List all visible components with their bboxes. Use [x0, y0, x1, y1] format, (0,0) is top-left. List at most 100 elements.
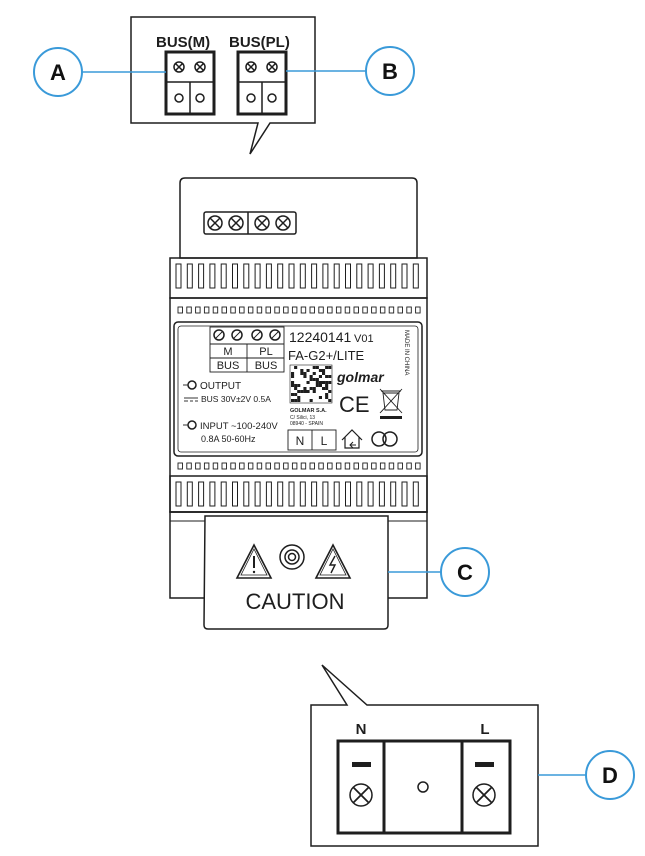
label-plate: M PL BUS BUS 12240141 V01 FA-G2+/LITE MA…: [173, 321, 423, 457]
qr-cell: [325, 381, 329, 384]
vent-slot: [401, 481, 408, 507]
callout-c: C: [388, 547, 490, 597]
label-pl: PL: [259, 346, 272, 358]
qr-cell: [306, 369, 310, 372]
bottom-detail-box: [310, 664, 539, 847]
qr-cell: [322, 372, 326, 375]
qr-cell: [291, 393, 295, 396]
vent-slot: [333, 481, 340, 507]
callout-d-circle: [585, 750, 635, 800]
center-hole-icon: [417, 781, 429, 793]
wire-hole-icon: [195, 93, 205, 103]
screw-icon: [275, 215, 291, 231]
vent-slot: [232, 481, 238, 507]
qr-cell: [291, 384, 295, 387]
input-spec: 0.8A 50-60Hz: [201, 434, 256, 444]
vent-dot: [388, 462, 395, 470]
screw-icon: [194, 61, 206, 73]
vent-dot: [230, 306, 236, 314]
vent-slot: [345, 481, 351, 507]
label-nl-cells: N L: [287, 429, 337, 451]
device-top-section: [179, 177, 418, 259]
screw-icon: [173, 61, 185, 73]
qr-cell: [328, 399, 332, 402]
vent-dot: [353, 306, 359, 314]
lower-vent-dots: [177, 462, 421, 470]
callout-a-circle: [33, 47, 83, 97]
vent-dot: [195, 306, 201, 314]
qr-cell: [297, 396, 301, 399]
company-name: GOLMAR S.A.: [290, 408, 327, 414]
qr-cell: [309, 399, 313, 402]
qr-cell: [315, 366, 319, 369]
vent-dot: [406, 462, 412, 470]
vent-slot: [175, 481, 182, 507]
label-m: M: [223, 346, 232, 358]
callout-c-circle: [440, 547, 490, 597]
vent-dot: [309, 306, 315, 314]
made-in-text: MADE IN CHINA: [403, 330, 409, 375]
callout-d: D: [538, 750, 635, 800]
qr-cell: [322, 369, 326, 372]
din-power-supply: M PL BUS BUS 12240141 V01 FA-G2+/LITE MA…: [169, 177, 428, 599]
part-number: 12240141: [289, 329, 352, 345]
vent-slot: [220, 263, 227, 289]
vent-slot: [367, 481, 374, 507]
qr-cell: [322, 381, 326, 384]
vent-dot: [362, 462, 368, 470]
vent-slot: [356, 263, 363, 289]
vent-dot: [371, 462, 377, 470]
vent-dot: [177, 306, 183, 314]
vent-dot: [335, 462, 342, 470]
indoor-use-icon: [341, 429, 363, 449]
vent-slot: [265, 481, 272, 507]
vent-dot: [379, 306, 386, 314]
qr-cell: [312, 387, 316, 390]
vent-dot: [230, 462, 236, 470]
l-terminal-bar: [475, 762, 494, 767]
qr-cell: [306, 390, 310, 393]
vent-slot: [243, 263, 250, 289]
bus-m-label: BUS(M): [156, 34, 210, 51]
vent-dot: [239, 306, 245, 314]
wire-hole-icon: [174, 93, 184, 103]
vent-dot: [256, 462, 263, 470]
qr-cell: [328, 366, 332, 369]
qr-cell: [318, 375, 322, 378]
qr-cell: [291, 399, 295, 402]
warning-icon: [235, 543, 273, 579]
callout-a-letter: A: [50, 60, 66, 85]
l-label: L: [480, 721, 489, 738]
top-detail-callout: BUS(M) BUS(PL): [130, 16, 316, 155]
qr-cell: [325, 375, 329, 378]
device-bottom-section: [169, 511, 428, 599]
vent-dot: [283, 306, 289, 314]
vent-dot: [415, 462, 421, 470]
vent-slot: [209, 263, 216, 289]
vent-slot: [299, 263, 306, 289]
vent-slot: [186, 481, 193, 507]
qr-cell: [294, 393, 298, 396]
vent-dot: [186, 306, 192, 314]
callout-b: B: [286, 46, 415, 96]
qr-cell: [318, 381, 322, 384]
vent-dot: [344, 306, 351, 314]
qr-cell: [325, 393, 329, 396]
vent-slot: [186, 263, 193, 289]
upper-vent-band: [169, 257, 428, 299]
vent-dot: [177, 462, 183, 470]
screw-icon: [231, 329, 243, 341]
vent-dot: [300, 462, 307, 470]
nl-terminal-block: [336, 739, 512, 835]
qr-cell: [297, 390, 301, 393]
bus-pl-terminal-block: [236, 50, 288, 116]
qr-cell: [312, 372, 316, 375]
vent-dot: [239, 462, 245, 470]
qr-cell: [328, 381, 332, 384]
vent-slot: [198, 481, 205, 507]
screw-icon: [251, 329, 263, 341]
qr-cell: [328, 390, 332, 393]
company-address-2: 08940 - SPAIN: [290, 421, 323, 427]
callout-b-letter: B: [382, 59, 398, 84]
vent-dot: [274, 306, 280, 314]
